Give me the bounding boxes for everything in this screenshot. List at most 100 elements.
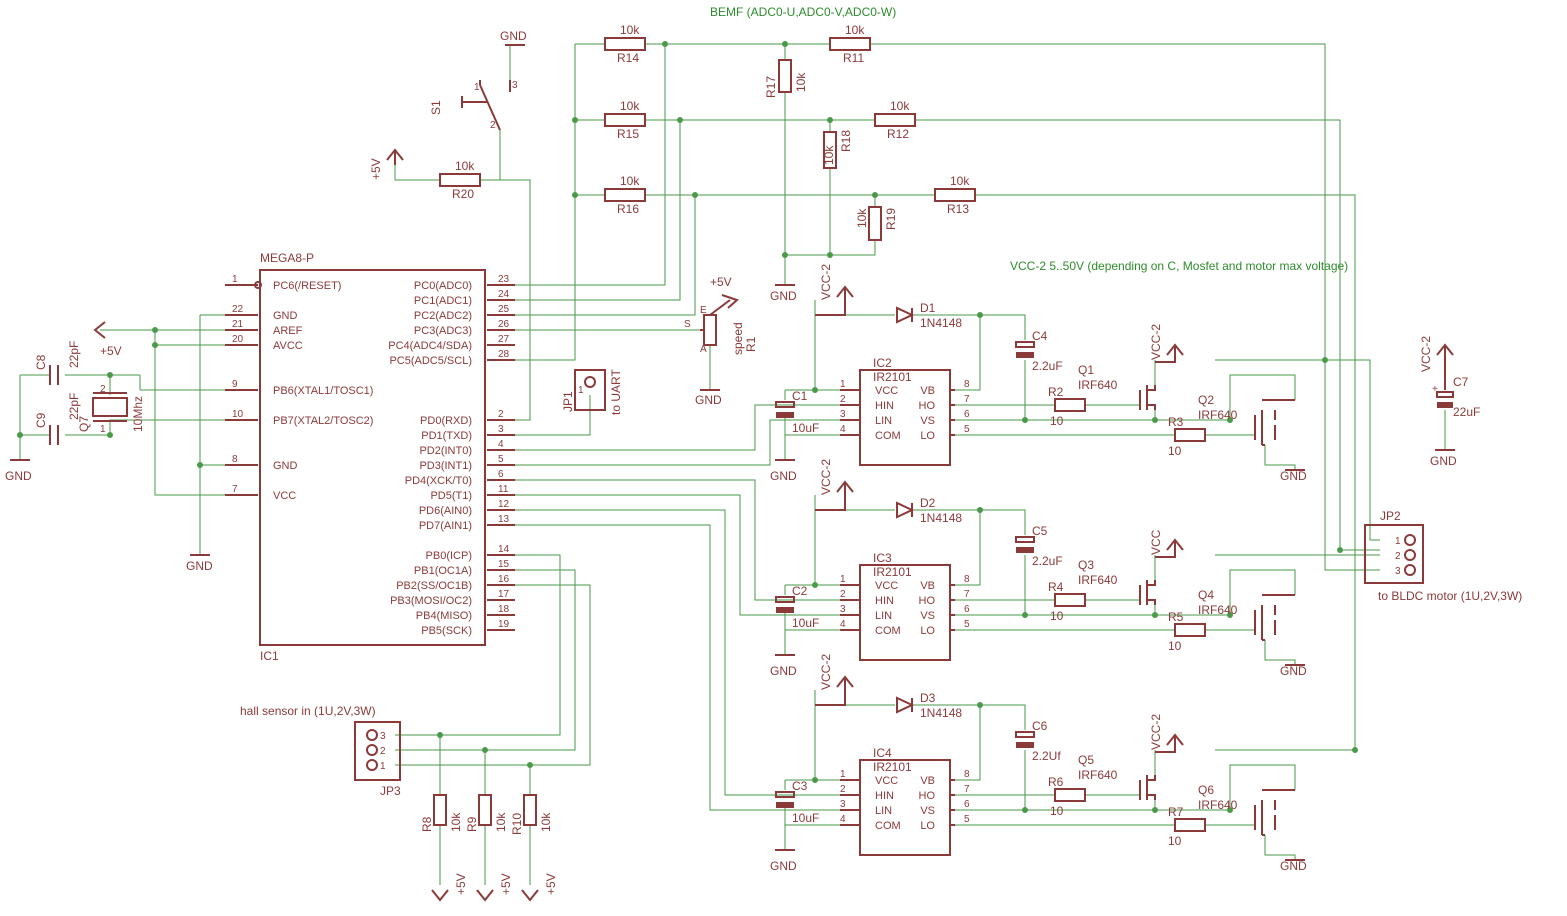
cap-value: 10uF [792, 421, 819, 435]
ic-pin-num: 2 [840, 589, 846, 600]
p5v-label-r8: +5V [454, 873, 468, 895]
rh-value: 10 [1050, 609, 1064, 623]
mcu-pin-label: GND [273, 460, 298, 472]
rh-ref: R6 [1048, 775, 1064, 789]
c7-bulk: VCC-2 + C7 22uF GND [1419, 336, 1480, 468]
jp3-hall: hall sensor in (1U,2V,3W) 3 2 1 JP3 R8 1… [240, 704, 558, 902]
boot-cap-value: 2.2Uf [1032, 749, 1061, 763]
mcu-pin-num: 26 [498, 319, 510, 330]
mcu-pin-label: PB6(XTAL1/TOSC1) [273, 385, 373, 397]
r11-ref: R11 [843, 51, 864, 65]
r10-value: 10k [539, 812, 553, 832]
r13-ref: R13 [947, 202, 969, 216]
jp2-pin3: 3 [1395, 566, 1401, 577]
qh-value: IRF640 [1078, 573, 1118, 587]
c7-ref: C7 [1453, 375, 1469, 389]
r18-value: 10k [822, 145, 836, 165]
jp2-pin1: 1 [1395, 536, 1401, 547]
qh-supply: VCC [1149, 529, 1163, 555]
ic-pin-num: 3 [840, 409, 846, 420]
mcu-left-pins: 1PC6(/RESET)22GND21AREF20AVCC9PB6(XTAL1/… [225, 274, 373, 502]
mcu-pin-num: 16 [498, 574, 510, 585]
rl-value: 10 [1168, 639, 1182, 653]
gnd-label-crystal: GND [5, 469, 32, 483]
supply-label: VCC-2 [819, 459, 833, 495]
p5v-label-pot: +5V [710, 275, 732, 289]
ic-pin-num: 1 [840, 379, 846, 390]
r12-value: 10k [890, 99, 910, 113]
junctions [17, 41, 1358, 813]
crystal-value: 10Mhz [131, 396, 145, 432]
c8-value: 22pF [67, 341, 81, 368]
gnd-label-mcu: GND [186, 559, 213, 573]
jp1-uart: 1 JP1 to UART [561, 369, 623, 415]
crystal-pin2: 2 [100, 384, 106, 395]
mcu-pin-label: PD2(INT0) [419, 445, 472, 457]
p5v-label-r9: +5V [499, 873, 513, 895]
r10-ref: R10 [510, 813, 524, 835]
jp3-pin2: 2 [380, 746, 386, 757]
r19-value: 10k [855, 208, 869, 228]
ic-value: IR2101 [873, 565, 912, 579]
mcu-ic1: MEGA8-P IC1 1PC6(/RESET)22GND21AREF20AVC… [225, 251, 515, 663]
gnd-label: GND [770, 664, 797, 678]
r14-value: 10k [620, 23, 640, 37]
jp1-label: to UART [609, 369, 623, 415]
pot-r1: E A S speed R1 +5V GND [684, 275, 758, 407]
ic-pin-num: 5 [964, 424, 970, 435]
vcc2-note: VCC-2 5..50V (depending on C, Mosfet and… [1010, 259, 1348, 273]
ic-pin-label: COM [875, 820, 901, 832]
ic-ref: IC3 [873, 551, 892, 565]
pot-a: A [700, 344, 707, 355]
ic-pin-label: VB [920, 775, 935, 787]
ic-ref: IC4 [873, 746, 892, 760]
r20-ref: R20 [452, 187, 474, 201]
mcu-pin-num: 13 [498, 514, 510, 525]
r8-value: 10k [449, 812, 463, 832]
pot-e: E [700, 305, 707, 316]
jp2-label: to BLDC motor (1U,2V,3W) [1378, 589, 1522, 603]
r9-value: 10k [494, 812, 508, 832]
mcu-pin-label: PB2(SS/OC1B) [396, 580, 472, 592]
r18-ref: R18 [839, 130, 853, 152]
ic-pin-label: HIN [875, 400, 894, 412]
mcu-pin-num: 24 [498, 289, 510, 300]
ic-value: IR2101 [873, 760, 912, 774]
jp3-label: hall sensor in (1U,2V,3W) [240, 704, 376, 718]
diode-ref: D1 [920, 301, 936, 315]
r16-value: 10k [620, 174, 640, 188]
mcu-pin-label: PC3(ADC3) [414, 325, 472, 337]
mcu-pin-label: PC4(ADC4/SDA) [388, 340, 472, 352]
mcu-pin-label: PD7(AIN1) [419, 520, 472, 532]
mcu-pin-num: 3 [498, 424, 504, 435]
ic-pin-num: 6 [964, 799, 970, 810]
mcu-pin-num: 25 [498, 304, 510, 315]
ic-pin-label: VS [920, 415, 935, 427]
ql-value: IRF640 [1198, 408, 1238, 422]
mcu-pin-label: PC5(ADC5/SCL) [389, 355, 472, 367]
qh-value: IRF640 [1078, 378, 1118, 392]
r15-value: 10k [620, 99, 640, 113]
qh-ref: Q5 [1078, 753, 1094, 767]
mcu-pin-num: 6 [498, 469, 504, 480]
mcu-pin-num: 8 [232, 454, 238, 465]
qh-supply: VCC-2 [1149, 714, 1163, 750]
mcu-pin-num: 22 [232, 304, 244, 315]
boot-cap-value: 2.2uF [1032, 554, 1063, 568]
ic-pin-num: 8 [964, 769, 970, 780]
rl-value: 10 [1168, 444, 1182, 458]
ql-value: IRF640 [1198, 603, 1238, 617]
r20-value: 10k [455, 159, 475, 173]
supply-label: VCC-2 [819, 264, 833, 300]
mcu-pin-label: PD4(XCK/T0) [405, 475, 472, 487]
s1-pin2: 2 [490, 120, 496, 131]
mcu-pin-label: PB7(XTAL2/TOSC2) [273, 415, 373, 427]
mcu-pin-label: PC6(/RESET) [273, 280, 341, 292]
r11-value: 10k [845, 23, 865, 37]
crystal-ref: Q7 [77, 416, 91, 432]
gnd-label: GND [1280, 859, 1307, 873]
ic-pin-num: 4 [840, 619, 846, 630]
mcu-pin-num: 18 [498, 604, 510, 615]
